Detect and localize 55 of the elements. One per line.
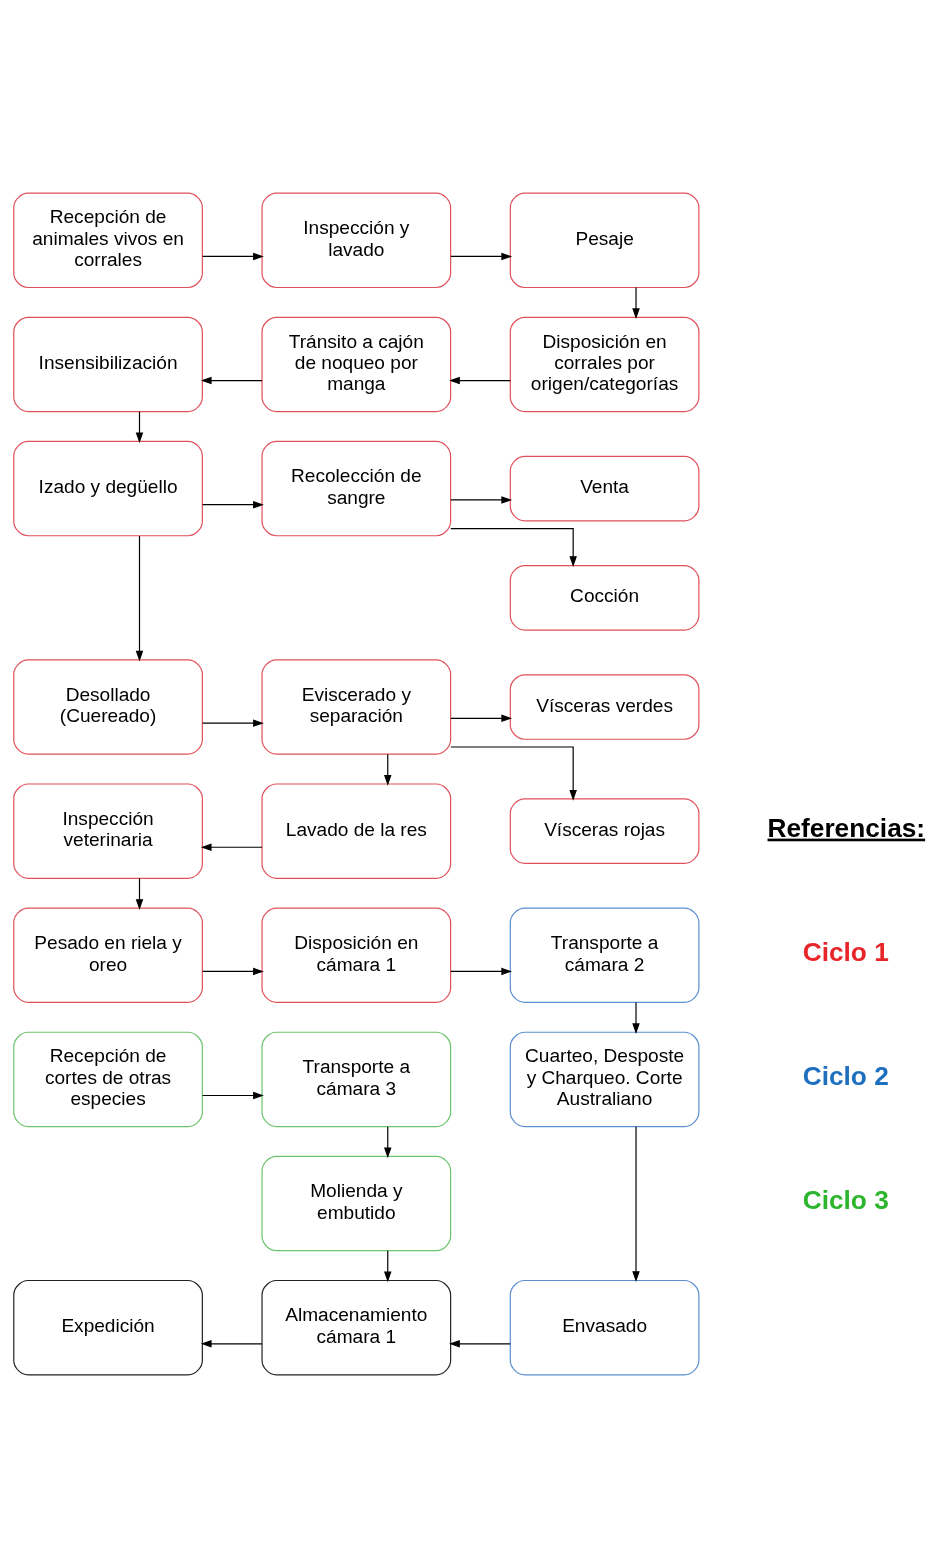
arrow — [449, 967, 512, 976]
node-box: Vísceras rojas — [509, 798, 699, 864]
node-box: Envasado — [509, 1279, 699, 1376]
node-box: Tránsito a cajón de noqueo por manga — [260, 316, 451, 413]
arrow — [449, 714, 512, 723]
node-box: Recepción de cortes de otras especies — [12, 1031, 203, 1128]
node-box: Disposición en cámara 1 — [260, 907, 451, 1003]
arrow — [135, 535, 143, 662]
node-box: Vísceras verdes — [509, 674, 699, 740]
node-box: Desollado (Cuereado) — [12, 659, 203, 755]
arrow — [201, 252, 264, 261]
arrow — [201, 500, 264, 509]
arrow — [201, 1091, 264, 1100]
arrow — [449, 496, 512, 504]
arrow — [449, 252, 512, 261]
arrow — [135, 877, 143, 910]
arrow — [631, 1126, 640, 1282]
node-box: Almacenamiento cámara 1 — [260, 1279, 451, 1376]
node-box: Izado y degüello — [12, 440, 203, 537]
arrow — [200, 376, 263, 385]
legend-label: Ciclo 1 — [802, 936, 889, 967]
node-box: Cuarteo, Desposte y Charqueo. Corte Australiano — [509, 1031, 699, 1128]
node-box: Eviscerado y separación — [260, 659, 451, 755]
arrow — [200, 1340, 263, 1348]
node-box: Inspección y lavado — [260, 192, 451, 289]
arrow — [449, 746, 577, 801]
node-box: Lavado de la res — [260, 783, 451, 879]
node-box: Transporte a cámara 3 — [260, 1031, 451, 1128]
arrow — [631, 1001, 640, 1035]
node-box: Transporte a cámara 2 — [509, 907, 699, 1003]
label: Referencias: — [767, 812, 925, 843]
node-box: Molienda y embutido — [260, 1155, 451, 1252]
arrow — [383, 1126, 391, 1159]
arrow — [448, 1340, 511, 1348]
arrow — [200, 843, 263, 851]
node-box: Disposición en corrales por origen/categorías — [509, 316, 699, 413]
arrow — [201, 967, 264, 976]
node-box: Expedición — [12, 1279, 203, 1376]
arrow — [448, 376, 511, 385]
arrow — [631, 287, 640, 320]
node-box: Cocción — [509, 565, 699, 631]
legend-label: Ciclo 3 — [802, 1185, 889, 1216]
arrow — [201, 719, 264, 727]
node-box: Pesado en riela y oreo — [12, 907, 203, 1003]
arrow — [135, 411, 143, 444]
node-box: Recepción de animales vivos en corrales — [12, 192, 203, 289]
node-box: Pesaje — [509, 192, 699, 289]
node-box: Insensibilización — [12, 316, 203, 413]
node-box: Recolección de sangre — [260, 440, 451, 537]
arrow — [383, 1250, 391, 1283]
node-box: Venta — [509, 455, 699, 522]
arrow — [449, 528, 577, 568]
arrow — [383, 753, 391, 786]
node-box: Inspección veterinaria — [12, 783, 203, 879]
legend-label: Ciclo 2 — [802, 1060, 889, 1091]
